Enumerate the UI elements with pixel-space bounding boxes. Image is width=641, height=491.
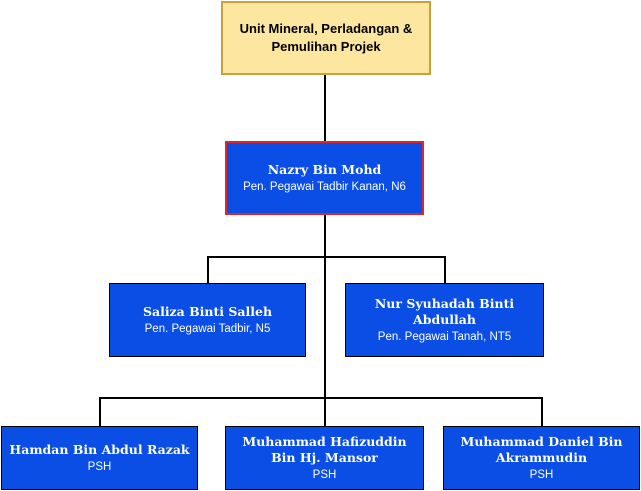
unit-name: Unit Mineral, Perladangan & Pemulihan Pr… — [239, 21, 413, 54]
staff-title: PSH — [529, 468, 554, 481]
staff-name: Nur Syuhadah Binti Abdullah — [374, 295, 515, 327]
staff-name: Hamdan Bin Abdul Razak — [9, 441, 190, 457]
staff-box-daniel: Muhammad Daniel Bin Akrammudin PSH — [443, 426, 640, 490]
staff-name: Muhammad Daniel Bin Akrammudin — [460, 433, 623, 465]
staff-title: PSH — [312, 468, 337, 481]
staff-name: Muhammad Hafizuddin Bin Hj. Mansor — [242, 433, 407, 465]
staff-box-hamdan: Hamdan Bin Abdul Razak PSH — [1, 426, 198, 490]
staff-title: PSH — [87, 460, 112, 473]
staff-box-saliza: Saliza Binti Salleh Pen. Pegawai Tadbir,… — [109, 283, 306, 357]
head-title: Pen. Pegawai Tadbir Kanan, N6 — [243, 180, 406, 193]
connector-level2-branch — [207, 256, 446, 283]
staff-title: Pen. Pegawai Tanah, NT5 — [377, 330, 512, 343]
staff-name: Saliza Binti Salleh — [142, 303, 273, 319]
staff-box-hafizuddin: Muhammad Hafizuddin Bin Hj. Mansor PSH — [225, 426, 424, 490]
staff-box-nur-syuhadah: Nur Syuhadah Binti Abdullah Pen. Pegawai… — [345, 283, 544, 357]
head-name: Nazry Bin Mohd — [267, 161, 382, 177]
unit-box: Unit Mineral, Perladangan & Pemulihan Pr… — [221, 1, 431, 75]
staff-title: Pen. Pegawai Tadbir, N5 — [144, 322, 271, 335]
head-box: Nazry Bin Mohd Pen. Pegawai Tadbir Kanan… — [225, 141, 424, 215]
connector-level3-branch — [99, 397, 543, 426]
